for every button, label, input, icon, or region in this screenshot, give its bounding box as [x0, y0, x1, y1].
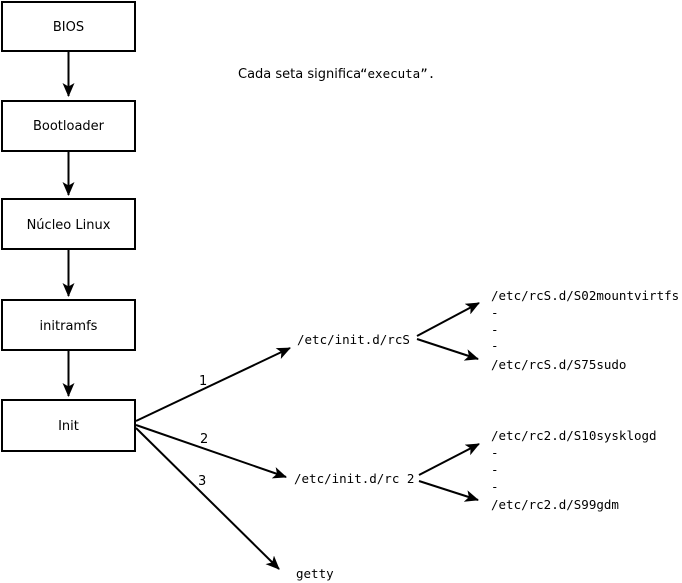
arrow-rc2-to-S10sysklogd — [418, 443, 480, 476]
arrow-init-to-rcS — [135, 347, 291, 422]
rcS-ellipsis-dash-1: - — [491, 305, 499, 320]
branch-number-2: 2 — [200, 432, 208, 447]
flow-box-kernel: Núcleo Linux — [1, 198, 136, 250]
rc2-child-S99gdm: /etc/rc2.d/S99gdm — [491, 497, 619, 512]
init-box-label: Init — [58, 419, 79, 434]
rc2-ellipsis-dash-3: - — [491, 479, 499, 494]
flow-box-initramfs: initramfs — [1, 299, 136, 351]
branch-rcS: /etc/init.d/rcS /etc/rcS.d/S02mountvirtf… — [297, 288, 679, 372]
rcS-ellipsis-dash-2: - — [491, 322, 499, 337]
getty-label: getty — [296, 566, 334, 581]
rcS-label: /etc/init.d/rcS — [297, 332, 410, 347]
rc2-ellipsis-dash-1: - — [491, 445, 499, 460]
branch-number-1: 1 — [199, 374, 207, 389]
branch-rc2: /etc/init.d/rc 2 /etc/rc2.d/S10sysklogd … — [294, 428, 657, 512]
rcS-child-S75sudo: /etc/rcS.d/S75sudo — [491, 357, 626, 372]
initramfs-box-label: initramfs — [40, 319, 98, 334]
flow-box-bootloader: Bootloader — [1, 100, 136, 152]
annotation: Cada seta significa “executa”. — [238, 66, 435, 82]
kernel-box-rect — [1, 198, 136, 250]
rcS-ellipsis-dash-3: - — [491, 338, 499, 353]
arrow-rcS-to-S02mountvirtfs — [416, 302, 480, 337]
bootloader-box-label: Bootloader — [33, 119, 105, 134]
rcS-child-S02mountvirtfs: /etc/rcS.d/S02mountvirtfs — [491, 288, 679, 303]
bios-box-label: BIOS — [53, 20, 84, 35]
init-branch-arrows — [135, 347, 291, 570]
bios-box-rect — [1, 1, 136, 52]
arrow-rcS-to-S75sudo — [416, 338, 479, 361]
branch-getty: getty — [296, 566, 334, 581]
bootloader-box-rect — [1, 100, 136, 152]
annotation-command: “executa”. — [360, 66, 435, 81]
kernel-box-label: Núcleo Linux — [27, 218, 111, 233]
init-box-rect — [1, 399, 136, 452]
rc2-child-S10sysklogd: /etc/rc2.d/S10sysklogd — [491, 428, 657, 443]
rc2-child-arrows — [418, 443, 480, 502]
initramfs-box-rect — [1, 299, 136, 351]
arrow-init-to-getty — [135, 427, 280, 570]
branch-number-3: 3 — [198, 474, 206, 489]
rc2-ellipsis-dash-2: - — [491, 462, 499, 477]
branch-numbers: 1 2 3 — [198, 374, 208, 489]
flow-box-bios: BIOS — [1, 1, 136, 52]
rc2-label: /etc/init.d/rc 2 — [294, 471, 414, 486]
rcS-child-arrows — [416, 302, 480, 361]
arrow-init-to-rc2 — [135, 424, 287, 479]
flow-box-init: Init — [1, 399, 136, 452]
arrow-rc2-to-S99gdm — [418, 480, 479, 502]
annotation-prefix: Cada seta significa — [238, 67, 361, 82]
